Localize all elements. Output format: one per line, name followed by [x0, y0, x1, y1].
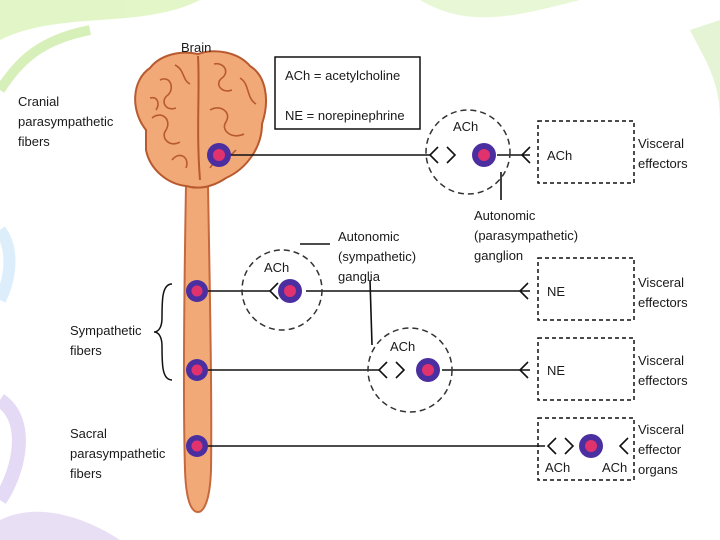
spinal-cord — [182, 184, 213, 514]
sacral-label-3: fibers — [70, 466, 102, 481]
ach-effector-4b: ACh — [602, 460, 627, 475]
cranial-label-3: fibers — [18, 134, 50, 149]
brain-illustration — [134, 50, 267, 189]
visceral-effectors-3a: Visceral — [638, 353, 684, 368]
cranial-label-1: Cranial — [18, 94, 59, 109]
effector-box-1 — [537, 120, 635, 184]
effector-box-2 — [537, 257, 635, 321]
auto-para-label-1: Autonomic — [474, 208, 536, 223]
sympathetic-brace — [153, 283, 173, 381]
effector-box-4 — [537, 417, 635, 481]
nerve-fibers — [205, 154, 545, 447]
cranial-label-2: parasympathetic — [18, 114, 114, 129]
ach-effector-1: ACh — [547, 148, 572, 163]
sacral-label-1: Sacral — [70, 426, 107, 441]
neuron-bodies — [186, 143, 603, 458]
sacral-label-2: parasympathetic — [70, 446, 166, 461]
brain-label: Brain — [181, 40, 211, 55]
auto-symp-label-1: Autonomic — [338, 229, 400, 244]
ach-ganglion-symp-1: ACh — [264, 260, 289, 275]
visceral-effectors-2a: Visceral — [638, 275, 684, 290]
visceral-effector-organs-b: effector — [638, 442, 682, 457]
ach-ganglion-para: ACh — [453, 119, 478, 134]
sympathetic-label-2: fibers — [70, 343, 102, 358]
visceral-effector-organs-c: organs — [638, 462, 678, 477]
legend-box — [274, 56, 421, 130]
effector-box-3 — [537, 337, 635, 401]
auto-symp-label-3: ganglia — [338, 269, 381, 284]
ne-effector-3: NE — [547, 363, 565, 378]
sympathetic-ganglion-circle-1 — [241, 249, 323, 331]
parasympathetic-ganglion-circle — [425, 109, 511, 195]
auto-para-label-2: (parasympathetic) — [474, 228, 578, 243]
visceral-effectors-1a: Visceral — [638, 136, 684, 151]
visceral-effectors-2b: effectors — [638, 295, 688, 310]
legend-ach: ACh = acetylcholine — [285, 68, 400, 83]
visceral-effectors-1b: effectors — [638, 156, 688, 171]
ach-effector-4a: ACh — [545, 460, 570, 475]
synapse-symbols — [268, 146, 629, 455]
sympathetic-label-1: Sympathetic — [70, 323, 142, 338]
ach-ganglion-symp-2: ACh — [390, 339, 415, 354]
ne-effector-2: NE — [547, 284, 565, 299]
auto-symp-label-2: (sympathetic) — [338, 249, 416, 264]
auto-para-label-3: ganglion — [474, 248, 523, 263]
visceral-effectors-3b: effectors — [638, 373, 688, 388]
sympathetic-ganglion-circle-2 — [367, 327, 453, 413]
visceral-effector-organs-a: Visceral — [638, 422, 684, 437]
legend-ne: NE = norepinephrine — [285, 108, 405, 123]
